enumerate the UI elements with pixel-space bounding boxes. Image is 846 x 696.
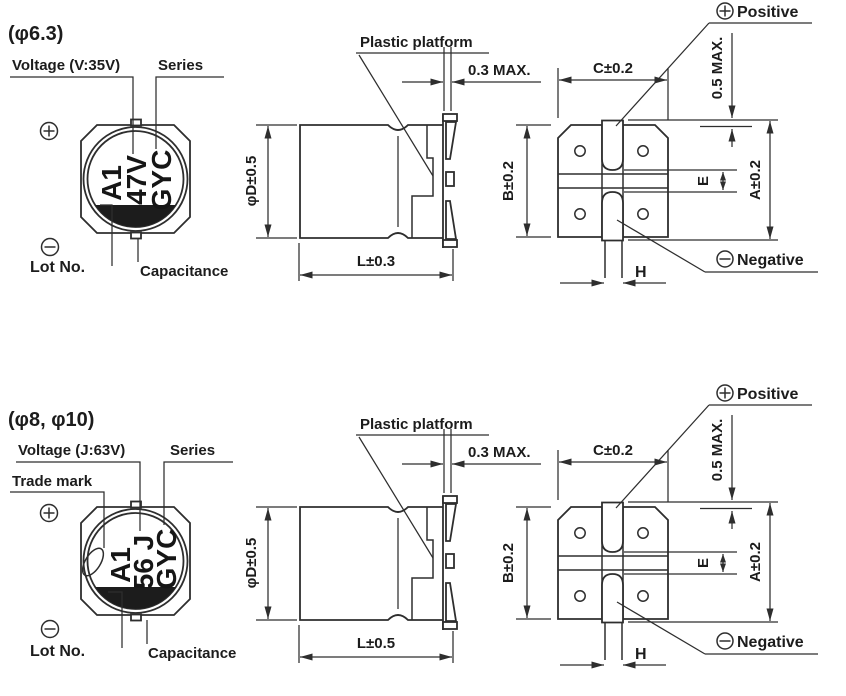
platform-gap-dim-label: 0.3 MAX. [468,62,531,79]
marking-series-code: GYC [151,529,182,590]
lot-no-leader [108,591,123,648]
marking-capacitance-voltage: 56 J [128,535,159,590]
overall-height-dim-label: A±0.2 [747,542,764,582]
marking-capacitance-voltage: 47V [121,155,152,205]
marking-lot-code: A1 [96,165,127,201]
marking-series-code: GYC [146,150,177,211]
terminal-gap-dim-label: E [695,176,712,186]
capacitance-label: Capacitance [140,263,228,280]
seat-height-dim-label: B±0.2 [500,543,517,583]
voltage-leader [16,461,141,531]
trademark-logo [81,547,105,577]
series-leader [155,76,224,149]
series-leader [163,461,233,525]
platform-gap-dim-label: 0.3 MAX. [468,444,531,461]
overall-height-dim-label: A±0.2 [747,160,764,200]
voltage-label: Voltage (J:63V) [18,442,125,459]
protrusion-dim-label: 0.5 MAX. [709,419,726,482]
lead-width-dim-label: H [635,264,647,281]
section-phi6-3: (φ6.3) Voltage (V:35V) Series Lot No. Ca… [8,3,818,283]
width-dim-label: C±0.2 [593,60,633,77]
size-header: (φ6.3) [8,23,63,45]
bottom-view-figure [516,385,818,665]
trade-mark-label: Trade mark [12,473,93,490]
lot-no-label: Lot No. [30,259,85,276]
plastic-platform-label: Plastic platform [360,416,473,433]
side-view-figure [256,47,541,281]
trade-mark-leader [10,491,105,548]
series-label: Series [170,442,215,459]
voltage-leader [10,76,134,154]
seat-height-dim-label: B±0.2 [500,161,517,201]
voltage-label: Voltage (V:35V) [12,57,120,74]
width-dim-label: C±0.2 [593,442,633,459]
protrusion-dim-label: 0.5 MAX. [709,37,726,100]
capacitance-label: Capacitance [148,645,236,662]
series-label: Series [158,57,203,74]
diameter-dim-label: φD±0.5 [243,156,260,207]
positive-label: Positive [737,4,798,21]
length-dim-label: L±0.5 [357,635,395,652]
positive-label: Positive [737,386,798,403]
bottom-view-figure [516,3,818,283]
terminal-gap-dim-label: E [695,558,712,568]
negative-label: Negative [737,634,804,651]
plastic-platform-label: Plastic platform [360,34,473,51]
negative-label: Negative [737,252,804,269]
size-header: (φ8, φ10) [8,409,94,431]
lot-no-leader [100,204,113,266]
diameter-dim-label: φD±0.5 [243,538,260,589]
side-view-figure [256,429,541,663]
lot-no-label: Lot No. [30,643,85,660]
length-dim-label: L±0.3 [357,253,395,270]
lead-width-dim-label: H [635,646,647,663]
marking-lot-code: A1 [105,547,136,583]
section-phi8-phi10: (φ8, φ10) Voltage (J:63V) Series Trade m… [8,385,818,665]
